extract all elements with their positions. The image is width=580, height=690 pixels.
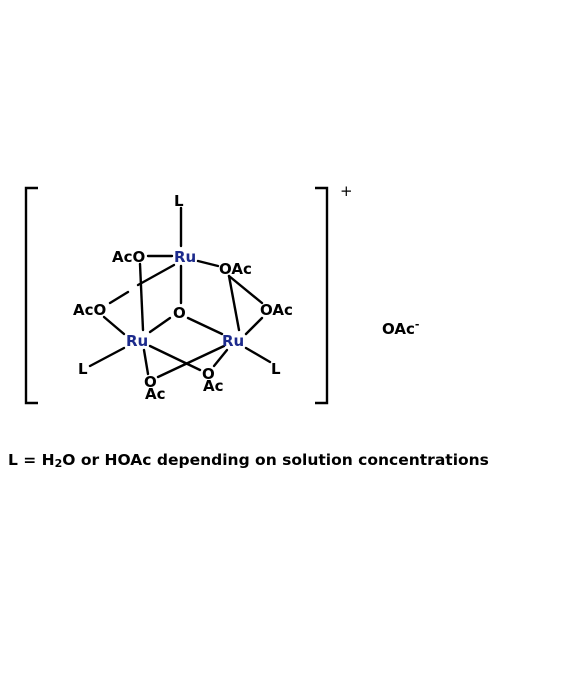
bond-acetate-left-mid (108, 290, 130, 305)
right-bracket (315, 186, 329, 405)
bond-oac-ru-right-long (227, 274, 241, 332)
apical-ligand-top: L (174, 192, 184, 210)
acetate-label-top-right: OAc (219, 260, 252, 278)
ru-atom-left: Ru (126, 332, 148, 350)
ru-atom-top: Ru (174, 248, 196, 266)
counterion-label: OAc- (382, 318, 419, 338)
bridging-o-bottom-right: O (202, 365, 215, 383)
footnote-subscript: 2 (54, 457, 63, 470)
bond-o-ru-left (148, 316, 172, 334)
ligand-bottom-right: L (271, 360, 281, 378)
bond-ru-top-acetate-left (136, 263, 176, 287)
bond-oac-mid-ru-right (244, 316, 264, 336)
bond-aco-mid-ru-left (102, 315, 126, 336)
bond-ru-left-o-bottom-right (148, 344, 202, 372)
bridging-ac-bottom-left: Ac (145, 385, 166, 403)
counterion-charge: - (415, 318, 420, 331)
counterion-text: OAc (382, 320, 415, 338)
ru-atom-right: Ru (222, 332, 244, 350)
ligand-definition-note: L = H2O or HOAc depending on solution co… (8, 451, 489, 470)
bond-lines (88, 206, 272, 379)
bond-ru-top-oac (196, 259, 220, 268)
bridging-o-bottom-left: O (144, 373, 157, 391)
acetate-label-mid-right: OAc (260, 301, 293, 319)
bond-o-bottom-ru-right (156, 344, 226, 379)
acetate-label-top-left: AcO (112, 248, 145, 266)
bond-ru-left-o-bottom (142, 348, 150, 376)
footnote-prefix: L = H (8, 451, 55, 469)
bridging-ac-bottom-right: Ac (203, 377, 224, 395)
bond-ru-right-o-bottom-right (212, 348, 229, 368)
bond-aco-ru-left-long (138, 262, 145, 332)
left-bracket (24, 186, 38, 405)
bond-oac-top-oac-mid (227, 274, 264, 305)
footnote-suffix: O or HOAc depending on solution concentr… (62, 451, 489, 469)
complex-charge: + (340, 182, 353, 200)
bond-o-ru-right (186, 316, 224, 336)
acetate-label-mid-left: AcO (73, 301, 106, 319)
ligand-bottom-left: L (78, 360, 88, 378)
bond-ru-right-l (244, 346, 272, 364)
central-oxo-atom: O (173, 304, 186, 322)
bond-ru-left-l (88, 346, 126, 368)
